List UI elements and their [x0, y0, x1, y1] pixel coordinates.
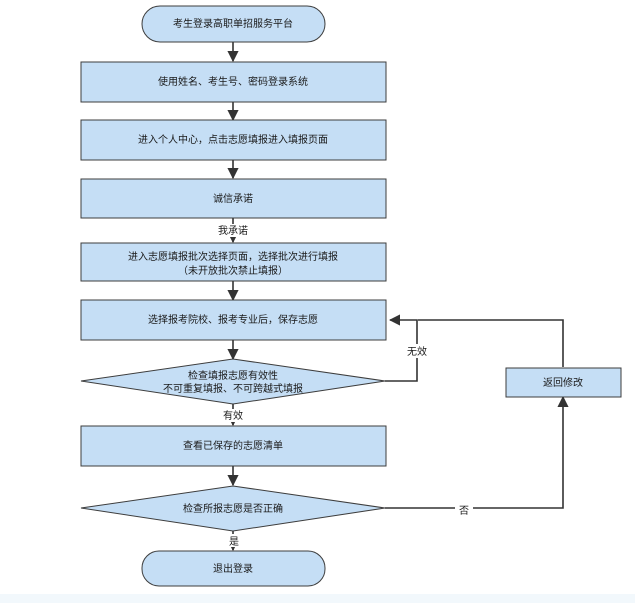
- return-modify-node: [505, 367, 622, 398]
- invalid-label-bg: [404, 344, 430, 358]
- return-modify-label: 返回修改: [543, 376, 583, 389]
- integrity-label: 诚信承诺: [213, 193, 253, 205]
- promise-label-bg: [214, 224, 252, 237]
- start-label: 考生登录高职单招服务平台: [173, 17, 293, 30]
- personal-center-label: 进入个人中心，点击志愿填报进入填报页面: [138, 133, 328, 146]
- yes-label: 是: [229, 536, 239, 548]
- edge-no-return: [385, 395, 569, 509]
- yes-label-bg: [226, 534, 242, 547]
- select-school-node: [80, 299, 387, 341]
- check-correct-label: 检查所报志愿是否正确: [183, 502, 283, 515]
- no-label: 否: [459, 505, 469, 517]
- integrity-node: [80, 178, 387, 219]
- no-label-bg: [455, 503, 473, 516]
- valid-label-bg: [220, 409, 246, 422]
- check-valid-label-line2: 不可重复填报、不可跨越式填报: [163, 382, 303, 395]
- promise-label: 我承诺: [218, 225, 248, 237]
- login-node: [80, 61, 387, 103]
- logout-label: 退出登录: [213, 562, 253, 575]
- batch-label-line2: （未开放批次禁止填报）: [178, 264, 288, 277]
- select-school-label: 选择报考院校、报考专业后，保存志愿: [148, 313, 318, 326]
- bottom-band: [0, 594, 635, 603]
- check-correct-decision: [80, 485, 386, 532]
- personal-center-node: [80, 119, 387, 161]
- connectors: [227, 42, 569, 552]
- invalid-label: 无效: [407, 345, 427, 358]
- batch-node: [80, 242, 387, 282]
- start-node: [141, 5, 326, 43]
- view-list-label: 查看已保存的志愿清单: [183, 439, 283, 452]
- check-validity-decision: [80, 358, 386, 405]
- valid-label: 有效: [223, 409, 243, 422]
- check-valid-label-line1: 检查填报志愿有效性: [188, 369, 278, 382]
- batch-label-line1: 进入志愿填报批次选择页面，选择批次进行填报: [128, 250, 338, 263]
- edge-return-select: [418, 319, 564, 367]
- logout-node: [141, 550, 326, 587]
- login-label: 使用姓名、考生号、密码登录系统: [158, 75, 308, 88]
- view-list-node: [80, 425, 387, 467]
